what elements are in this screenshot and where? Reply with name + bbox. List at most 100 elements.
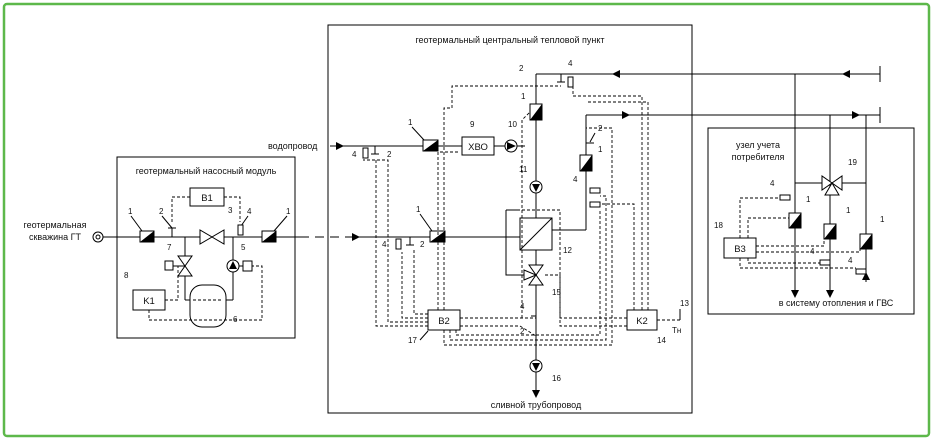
b1-link-left	[171, 196, 190, 222]
leader-1-ws	[411, 126, 425, 141]
k1-link-pump	[148, 265, 263, 321]
central-point-title: геотермальный центральный тепловой пункт	[415, 35, 604, 45]
heat-exchanger-diagonal	[519, 217, 553, 251]
leader-1-geo	[419, 213, 433, 232]
label-6: 6	[233, 315, 238, 324]
b2-link-drain2	[460, 325, 537, 337]
label-13: 13	[680, 299, 689, 308]
b2-link-sensor4	[449, 195, 607, 341]
label-1-ws: 1	[408, 118, 413, 127]
pump-module-title: геотермальный насосный модуль	[136, 166, 277, 176]
sensor-4-sr-a	[589, 187, 601, 194]
label-1-geo: 1	[416, 205, 421, 214]
block-HVO-label: ХВО	[468, 142, 488, 153]
label-1-c1: 1	[806, 195, 811, 204]
hx-bypass	[505, 210, 527, 276]
sensor-4-geo	[395, 238, 402, 250]
leader-2-pm	[161, 215, 173, 229]
b2-link-supply	[443, 127, 613, 346]
return-arrow-2	[842, 70, 850, 78]
label-4-c3: 4	[848, 256, 853, 265]
label-2-top: 2	[519, 64, 524, 73]
leader-1b	[273, 215, 288, 232]
b2-link-1	[401, 252, 428, 319]
b2-link-top	[443, 85, 561, 310]
label-4-pm: 4	[247, 207, 252, 216]
label-3: 3	[228, 206, 233, 215]
label-2-sr: 2	[598, 124, 603, 133]
sensor-4-sr-b	[589, 201, 601, 208]
label-18: 18	[714, 221, 723, 230]
label-8: 8	[124, 271, 129, 280]
b2-link-hvo	[437, 151, 458, 310]
drain-arrow	[532, 390, 540, 398]
central-point-frame	[327, 24, 693, 414]
label-12: 12	[563, 246, 572, 255]
b3-link-6	[747, 258, 820, 264]
well-label-1: геотермальная	[24, 220, 87, 230]
label-1-c2: 1	[846, 206, 851, 215]
label-16: 16	[552, 374, 561, 383]
valve-7-actuator	[164, 260, 174, 271]
flowmeter-1b	[261, 230, 277, 243]
drain-pipe-label: сливной трубопровод	[491, 400, 582, 410]
pump-5-motor	[242, 260, 253, 272]
label-7: 7	[167, 243, 172, 252]
b2-link-2	[363, 159, 428, 323]
label-1-c3: 1	[880, 215, 885, 224]
sensor-4-ws	[362, 147, 369, 159]
label-5: 5	[241, 243, 246, 252]
consumer-mid-arrow	[826, 290, 834, 298]
label-2-drain: 2	[520, 327, 525, 336]
well-label-2: скважина ГТ	[29, 232, 82, 242]
label-10: 10	[508, 120, 517, 129]
label-9: 9	[470, 120, 475, 129]
leader-1a	[130, 215, 143, 232]
well-icon-inner	[95, 234, 101, 240]
label-1-cp: 1	[521, 92, 526, 101]
consumer-return-arrow	[791, 290, 799, 298]
leader-2-sr	[589, 132, 596, 143]
sensor-4-c2	[819, 259, 831, 266]
sensor-4-c1	[779, 194, 791, 201]
flowmeter-1-c1	[788, 212, 802, 229]
valve-19	[821, 175, 843, 196]
label-2-pm: 2	[159, 207, 164, 216]
label-4-sr: 4	[573, 175, 578, 184]
k2-link-sensor	[600, 203, 635, 310]
label-11: 11	[519, 165, 528, 174]
supply-arrow-2	[852, 111, 860, 119]
supply-arrow-1	[622, 111, 630, 119]
flowmeter-1-c3	[859, 233, 873, 250]
block-HVO	[461, 136, 495, 156]
water-supply-label: водопровод	[268, 141, 318, 151]
sensor-4-top	[567, 76, 574, 88]
pump-16-arrow	[532, 363, 540, 371]
pump-module-frame	[116, 156, 296, 339]
k2-link-top	[572, 87, 643, 310]
label-4-drain: 4	[520, 302, 525, 311]
consumer-node-title-2: потребителя	[732, 152, 785, 162]
b3-link-5	[739, 258, 856, 269]
consumer-node-title-1: узел учета	[736, 140, 780, 150]
leader-4-pm	[240, 215, 249, 227]
geo-line-arrow	[352, 233, 360, 241]
flowmeter-1-sr	[579, 154, 593, 172]
k2-link-valve15	[543, 274, 627, 327]
b3-link-1	[739, 197, 780, 238]
b2-link-3	[375, 158, 428, 327]
b2-link-4	[413, 249, 428, 315]
label-4-ws: 4	[352, 150, 357, 159]
block-B1-label: B1	[201, 193, 213, 204]
flowmeter-1-c2	[823, 223, 837, 240]
block-B3-label: B3	[734, 244, 746, 255]
pump-5-arrow	[229, 261, 237, 269]
k2-link-hx	[520, 209, 627, 319]
main-valve	[199, 229, 225, 245]
block-K1-label: K1	[143, 296, 155, 307]
return-arrow-1	[612, 70, 620, 78]
b3-link-4	[756, 242, 861, 253]
label-4-geo: 4	[382, 240, 387, 249]
b2-link-flow1	[521, 111, 531, 318]
